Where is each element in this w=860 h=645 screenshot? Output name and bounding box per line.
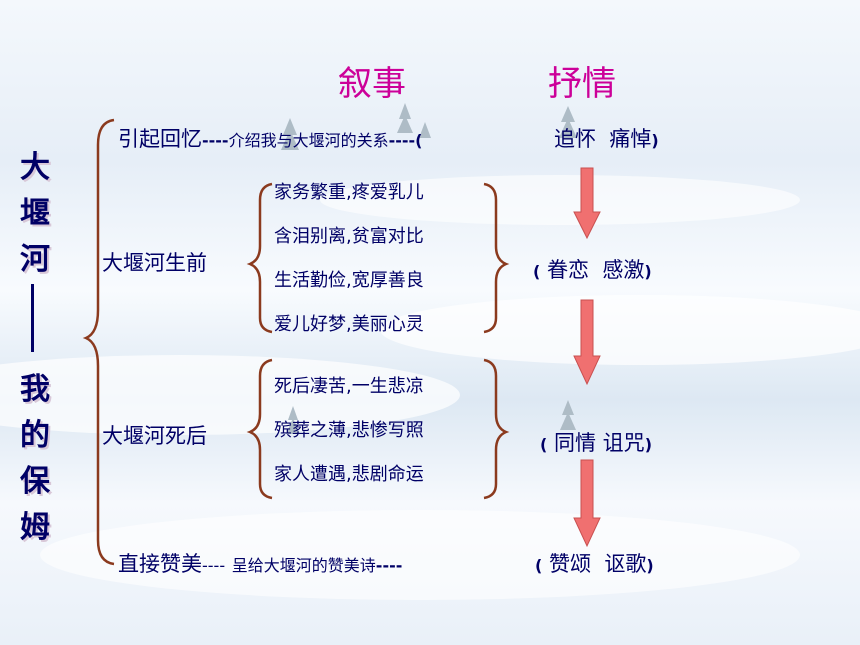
title-char: 我 xyxy=(20,372,50,407)
pine-tree-icon xyxy=(281,103,577,434)
row-praise: 直接赞美---- 呈给大堰河的赞美诗---- xyxy=(118,548,402,578)
title-char: 保 xyxy=(20,464,50,499)
row-text: 介绍我与大堰河的关系 xyxy=(228,131,389,150)
title-char: 的 xyxy=(20,418,50,453)
list-item: 家务繁重,疼爱乳儿 xyxy=(274,182,424,203)
inner-brace-left xyxy=(246,358,273,500)
emotion-after: ( 同情 诅咒) xyxy=(540,427,652,457)
separator: ---- xyxy=(375,556,403,575)
row-label: 引起回忆 xyxy=(118,127,202,151)
row-text: 呈给大堰河的赞美诗 xyxy=(231,556,376,575)
emotion-recall: 追怀 痛悼) xyxy=(554,123,659,153)
emotion-before: ( 眷恋 感激) xyxy=(533,254,652,284)
paren-open: ( xyxy=(415,131,423,150)
list-item: 生活勤俭,宽厚善良 xyxy=(274,270,424,291)
main-brace xyxy=(82,118,115,566)
inner-brace-right xyxy=(483,182,510,334)
down-arrow-icon xyxy=(573,459,601,548)
title-dash xyxy=(31,284,34,352)
list-item: 死后凄苦,一生悲凉 xyxy=(274,376,424,397)
title-char: 大 xyxy=(20,150,50,185)
paren-close: ) xyxy=(646,556,654,575)
header-narrative: 叙事 xyxy=(338,64,406,104)
paren-open: ( xyxy=(540,435,548,454)
title-char: 姆 xyxy=(20,510,50,545)
list-item: 含泪别离,贫富对比 xyxy=(274,226,424,247)
title-char: 堰 xyxy=(20,196,50,231)
emotion-text: 同情 诅咒 xyxy=(554,431,645,455)
inner-brace-right xyxy=(483,358,510,500)
paren-close: ) xyxy=(644,435,652,454)
header-lyric: 抒情 xyxy=(548,64,616,104)
paren-open: ( xyxy=(533,262,541,281)
separator: ---- xyxy=(202,556,226,575)
row-recall: 引起回忆----介绍我与大堰河的关系----( xyxy=(118,123,422,153)
title-char: 河 xyxy=(20,242,50,277)
emotion-text: 追怀 痛悼 xyxy=(554,127,652,151)
down-arrow-icon xyxy=(573,167,601,240)
list-item: 家人遭遇,悲剧命运 xyxy=(274,464,424,485)
emotion-text: 眷恋 感激 xyxy=(547,258,645,282)
inner-brace-left xyxy=(246,182,273,334)
row-label-before: 大堰河生前 xyxy=(102,251,207,275)
emotion-praise: ( 赞颂 讴歌) xyxy=(535,548,654,578)
row-label: 直接赞美 xyxy=(118,552,202,576)
row-label-after: 大堰河死后 xyxy=(102,424,207,448)
paren-open: ( xyxy=(535,556,543,575)
emotion-text: 赞颂 讴歌 xyxy=(549,552,647,576)
paren-close: ) xyxy=(651,131,659,150)
list-item: 爱儿好梦,美丽心灵 xyxy=(274,314,424,335)
paren-close: ) xyxy=(644,262,652,281)
separator: ---- xyxy=(202,131,229,150)
separator: ---- xyxy=(388,131,416,150)
down-arrow-icon xyxy=(573,299,601,386)
list-item: 殡葬之薄,悲惨写照 xyxy=(274,420,424,441)
